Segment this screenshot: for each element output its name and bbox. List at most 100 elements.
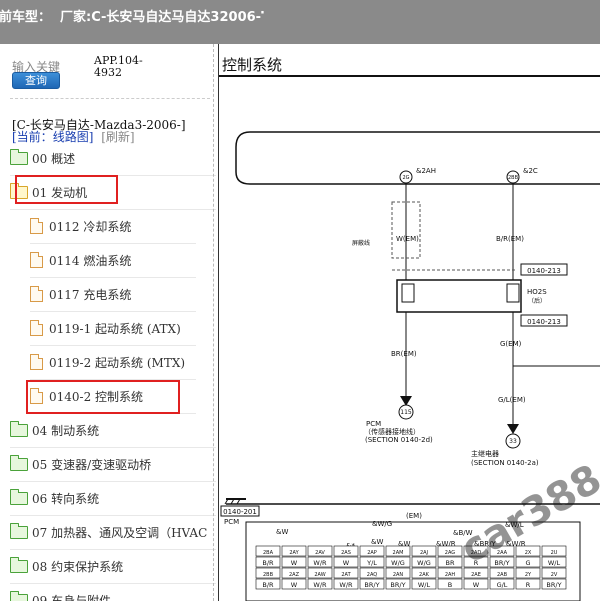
tree-item-hvac[interactable]: 07 加热器、通风及空调（HVAC xyxy=(10,515,216,550)
pin-cell-label: BR/Y xyxy=(364,581,379,589)
tree-item-steering[interactable]: 06 转向系统 xyxy=(10,481,216,516)
tree-item-engine[interactable]: 01 发动机 xyxy=(10,175,216,210)
pin-cell xyxy=(255,556,281,568)
tree-item-cooling[interactable]: 0112 冷却系统 xyxy=(30,209,196,244)
pin-cell-label: 2AT xyxy=(341,572,351,578)
pin-cell-label: 2AN xyxy=(393,572,404,578)
pin-cell-label: 2AH xyxy=(445,572,456,578)
pin-cell-label: Y/L xyxy=(366,559,377,567)
ground-arrow xyxy=(400,396,412,406)
document-icon xyxy=(30,218,43,234)
folder-icon xyxy=(10,522,28,539)
pin-cell xyxy=(281,556,307,568)
pin-cell xyxy=(385,567,411,579)
pin-cell xyxy=(359,545,385,557)
current-location: [当前：线路图] [刷新] xyxy=(12,128,135,145)
pin-cell xyxy=(515,578,541,590)
pin-cell xyxy=(515,567,541,579)
connector-pcm-label: 0140-201 xyxy=(223,508,257,516)
breadcrumb: [C-长安马自达-Mazda3-2006-] xyxy=(12,118,186,132)
tag-w2: &W xyxy=(398,540,410,548)
pin-cell-label: 2U xyxy=(551,550,558,556)
node-33 xyxy=(505,433,521,449)
navigation-panel: 输入关键 查询 APP.104- 4932 [C-长安马自达-Mazda3-20… xyxy=(0,44,216,601)
pin-cell xyxy=(463,556,489,568)
vehicle-tail: · xyxy=(260,6,265,21)
pin-cell xyxy=(541,567,567,579)
tree-item-restraints[interactable]: 08 约束保护系统 xyxy=(10,549,216,584)
fuse-2c-label: &2C xyxy=(523,167,538,175)
pin-cell-label: W/L xyxy=(548,559,561,567)
pin-cell xyxy=(489,578,515,590)
em-label: (EM) xyxy=(406,512,422,520)
pin-cell xyxy=(541,556,567,568)
tree-item-label: 07 加热器、通风及空调（HVAC xyxy=(32,525,208,540)
pin-cell-label: 2AJ xyxy=(420,550,428,556)
panel-splitter[interactable] xyxy=(213,44,214,601)
folder-open-icon xyxy=(10,182,28,199)
tree-item-transmission[interactable]: 05 变速器/变速驱动桥 xyxy=(10,447,216,482)
ho2s-sub-label: （后） xyxy=(528,297,546,305)
tree-item-label: 0112 冷却系统 xyxy=(49,219,132,234)
pin-cell-label: 2AB xyxy=(497,572,508,578)
folder-icon xyxy=(10,590,28,601)
pin-cell-label: R xyxy=(526,581,531,589)
pin-cell-label: G xyxy=(525,559,530,567)
pin-cell-label: B/R xyxy=(262,581,274,589)
pin-cell-label: 2AD xyxy=(471,550,482,556)
diagram-border xyxy=(218,44,219,601)
folder-icon xyxy=(10,148,28,165)
pin-cell-label: R xyxy=(474,559,479,567)
tree-item-control-system[interactable]: 0140-2 控制系统 xyxy=(30,379,196,414)
pin-cell xyxy=(385,545,411,557)
connector-tag-pcm xyxy=(220,505,260,517)
pin-2g-label: 2G xyxy=(402,175,409,181)
query-button[interactable]: 查询 xyxy=(12,72,60,89)
tree-item-charging[interactable]: 0117 充电系统 xyxy=(30,277,196,312)
tree-item-brakes[interactable]: 04 制动系统 xyxy=(10,413,216,448)
document-icon xyxy=(30,320,43,336)
pin-cell xyxy=(489,567,515,579)
heater-element xyxy=(401,283,415,303)
pin-cell xyxy=(437,567,463,579)
pin-cell-label: W/R xyxy=(339,581,353,589)
tree-item-label: 0140-2 控制系统 xyxy=(49,389,144,404)
ho2s-sensor xyxy=(396,279,522,313)
pin-cell-label: 2Y xyxy=(525,572,532,578)
pin-cell xyxy=(333,545,359,557)
current-link[interactable]: 线路图 xyxy=(52,130,89,144)
pin-cell xyxy=(437,545,463,557)
pin-cell xyxy=(515,556,541,568)
tag-wg: &W/G xyxy=(372,520,392,528)
pin-cell-label: B xyxy=(448,581,452,589)
tree-item-label: 01 发动机 xyxy=(32,185,88,200)
document-icon xyxy=(30,252,43,268)
wire-gl-em-label: G/L(EM) xyxy=(498,396,526,404)
relay-arrow xyxy=(507,424,519,434)
pin-cell xyxy=(307,556,333,568)
refresh-link[interactable]: [刷新] xyxy=(101,130,135,144)
tag-bw: &B/W xyxy=(453,529,473,537)
pin-cell-label: 2V xyxy=(551,572,558,578)
tree-item-fuel[interactable]: 0114 燃油系统 xyxy=(30,243,196,278)
pin-cell-label: 2AK xyxy=(419,572,430,578)
pin-cell xyxy=(463,567,489,579)
pin-cell xyxy=(281,545,307,557)
pin-cell xyxy=(463,578,489,590)
connector-label-bottom: 0140-213 xyxy=(527,318,561,326)
tree-item-overview[interactable]: 00 概述 xyxy=(10,141,216,176)
tree-item-starting-atx[interactable]: 0119-1 起动系统 (ATX) xyxy=(30,311,196,346)
node-115 xyxy=(398,404,414,420)
tree-item-starting-mtx[interactable]: 0119-2 起动系统 (MTX) xyxy=(30,345,196,380)
tag-wr: &W/R xyxy=(436,540,456,548)
tree-item-body[interactable]: 09 车身与附件 xyxy=(10,583,216,601)
pin-cell-label: 2AA xyxy=(497,550,508,556)
vehicle-vendor: 厂家:C-长安马自达马自达32006- xyxy=(60,10,262,25)
folder-icon xyxy=(10,556,28,573)
keyword-label: 输入关键 xyxy=(12,60,61,74)
wire-g-em-label: G(EM) xyxy=(500,340,522,348)
pin-cell-label: 2AV xyxy=(315,550,325,556)
tag-w1: &W xyxy=(276,528,288,536)
pin-cell xyxy=(307,567,333,579)
